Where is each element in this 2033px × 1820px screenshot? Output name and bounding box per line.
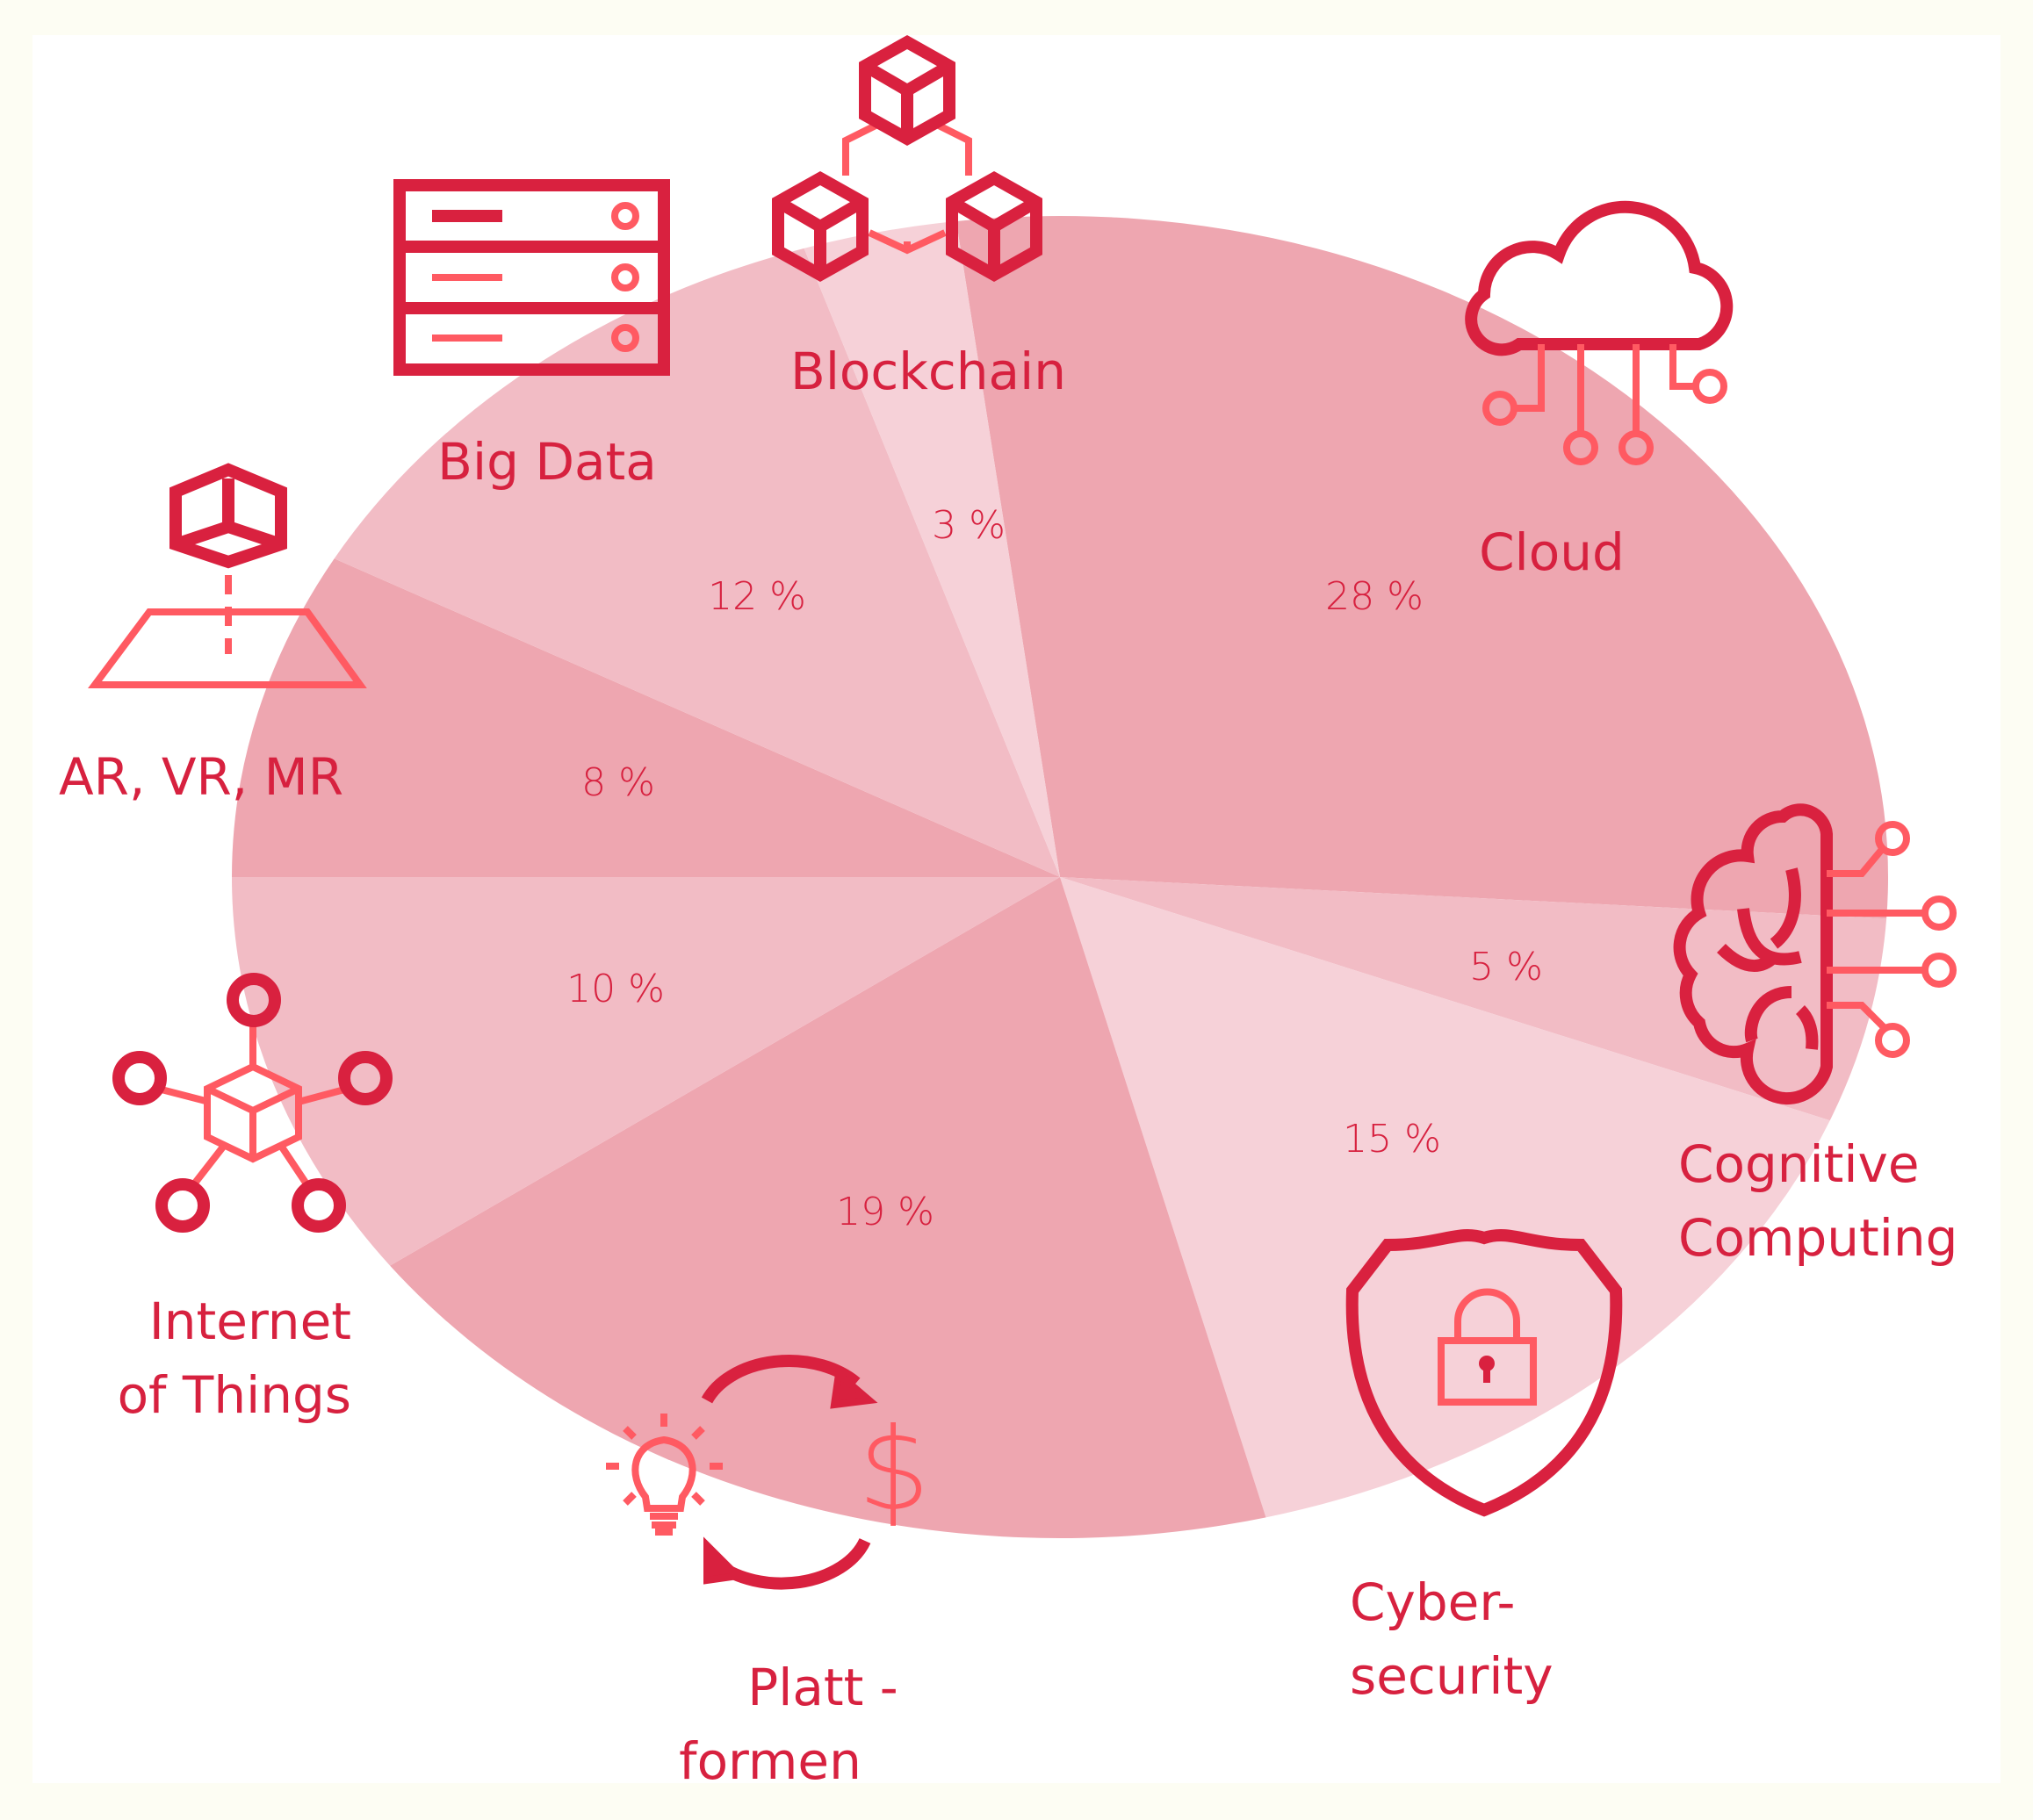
slice-label-bigdata: 12 % (708, 574, 806, 619)
category-label-cyber-2: security (1350, 1646, 1554, 1706)
slice-label-platt: 19 % (836, 1190, 934, 1234)
platform-cycle-icon: $ (606, 1355, 931, 1590)
pie-slice-plattformen (390, 877, 1266, 1538)
category-label-iot-2: of Things (118, 1365, 351, 1425)
server-icon (393, 179, 670, 376)
lightbulb-icon (606, 1414, 723, 1536)
iot-network-icon (112, 973, 393, 1233)
slice-label-cognitive: 5 % (1469, 945, 1543, 989)
category-label-cognitive-1: Cognitive (1678, 1134, 1920, 1194)
pie-slice-cybersecurity (1060, 877, 1830, 1518)
pie-slice-internet-of-things (232, 877, 1060, 1266)
brain-icon (1673, 803, 1957, 1105)
pie-slice-cloud (955, 216, 1888, 919)
dollar-icon: $ (858, 1403, 931, 1536)
category-label-iot-1: Internet (149, 1291, 351, 1351)
pie-slices (232, 216, 1888, 1538)
category-label-cloud: Cloud (1479, 522, 1625, 582)
slice-label-iot: 10 % (566, 967, 665, 1011)
blockchain-icon (772, 34, 1042, 283)
category-label-bigdata: Big Data (437, 432, 657, 492)
category-label-platt-2: formen (679, 1731, 862, 1791)
pie-slice-ar-vr-mr (232, 558, 1060, 877)
category-label-blockchain: Blockchain (790, 342, 1066, 401)
ar-vr-cube-icon (88, 463, 367, 688)
category-label-ar: AR, VR, MR (59, 747, 343, 807)
category-label-cognitive-2: Computing (1678, 1208, 1958, 1268)
slice-label-blockchain: 3 % (932, 503, 1006, 548)
slice-label-ar: 8 % (581, 760, 655, 805)
category-label-platt-1: Platt - (747, 1658, 898, 1717)
pie-slice-big-data (334, 248, 1060, 877)
pie-slice-blockchain (804, 220, 1060, 878)
cloud-icon (1465, 200, 1734, 465)
shield-lock-icon (1345, 1229, 1623, 1517)
slice-label-cyber: 15 % (1343, 1117, 1441, 1162)
category-label-cyber-1: Cyber- (1350, 1572, 1515, 1632)
slice-label-cloud: 28 % (1325, 574, 1424, 619)
